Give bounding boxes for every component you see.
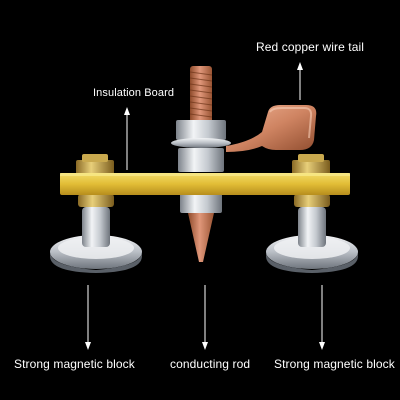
arrowhead-magnet-left <box>85 342 91 350</box>
label-magnet-left: Strong magnetic block <box>14 357 135 371</box>
arrowhead-conducting-rod <box>202 342 208 350</box>
copper-wire-tail <box>226 105 317 152</box>
arrowhead-copper-tail <box>297 62 303 70</box>
magnet-left <box>50 154 142 273</box>
label-copper-wire-tail: Red copper wire tail <box>256 40 365 54</box>
arrowhead-magnet-right <box>319 342 325 350</box>
pointer-arrows <box>85 62 325 350</box>
label-insulation-board: Insulation Board <box>93 87 175 99</box>
magnet-right <box>266 154 358 273</box>
arrowhead-insulation-board <box>124 107 130 115</box>
label-magnet-right: Strong magnetic block <box>274 357 395 371</box>
conducting-rod <box>171 66 231 262</box>
label-conducting-rod: conducting rod <box>170 357 251 371</box>
insulation-board <box>60 173 350 195</box>
